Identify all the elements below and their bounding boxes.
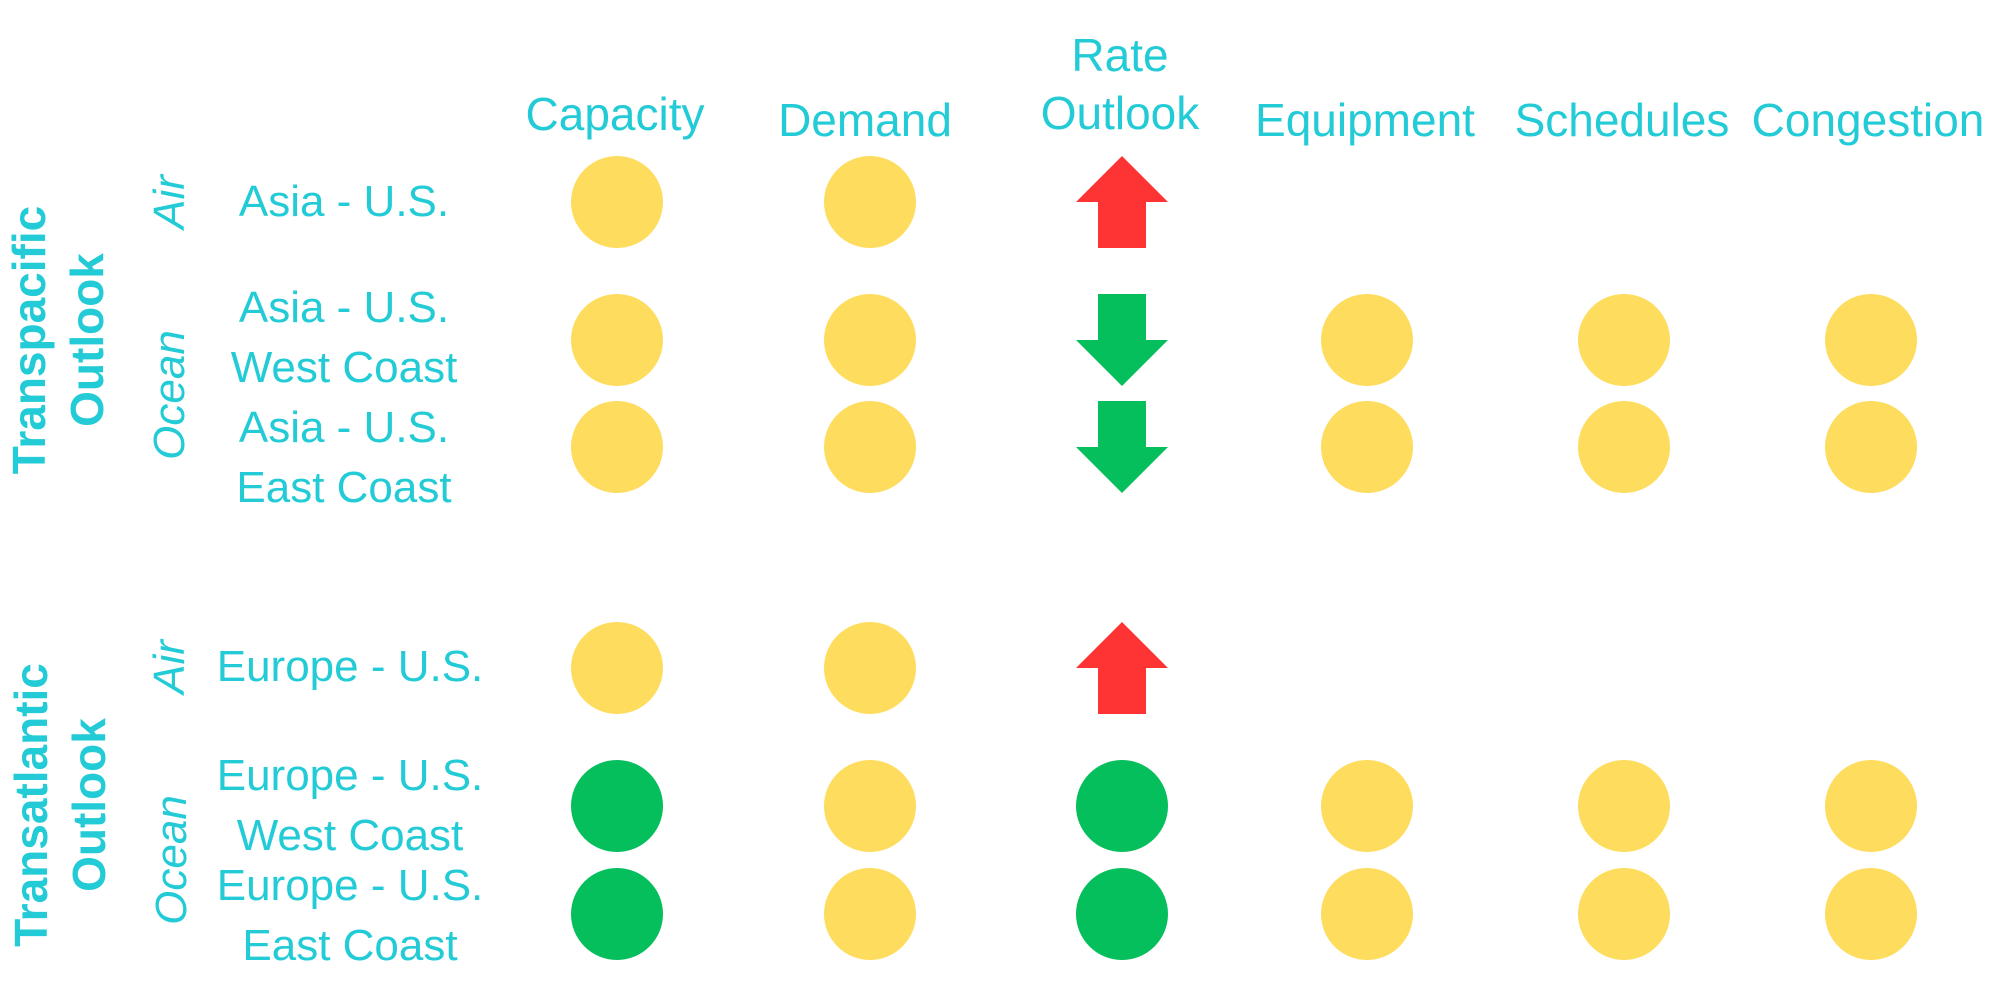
row-label-europe-us-west-coast: Europe - U.S. West Coast: [217, 746, 484, 866]
yellow-status-dot: [1825, 868, 1917, 960]
yellow-status-dot: [1825, 401, 1917, 493]
green-status-dot: [571, 760, 663, 852]
column-header-line: Capacity: [525, 88, 705, 140]
yellow-status-dot: [1578, 868, 1670, 960]
row-label-europe-us-air: Europe - U.S.: [217, 637, 484, 697]
row-label-line: Europe - U.S.: [216, 861, 484, 910]
green-status-dot: [1076, 868, 1168, 960]
column-header-rate-outlook: Rate Outlook: [1010, 26, 1230, 142]
yellow-status-dot: [1321, 868, 1413, 960]
yellow-status-dot: [571, 294, 663, 386]
mode-label-ocean: Ocean: [145, 330, 194, 460]
row-label-line: Europe - U.S.: [216, 642, 484, 691]
row-label-asia-us-air: Asia - U.S.: [239, 172, 449, 232]
row-label-line: Asia - U.S.: [238, 283, 450, 332]
section-title-line: Outlook: [63, 718, 115, 892]
row-label-asia-us-west-coast: Asia - U.S. West Coast: [231, 278, 458, 398]
yellow-status-dot: [571, 401, 663, 493]
yellow-status-dot: [1321, 401, 1413, 493]
yellow-status-dot: [1578, 401, 1670, 493]
section-title-line: Transpacific: [3, 205, 55, 475]
down-arrow-icon: [1076, 401, 1168, 493]
green-status-dot: [571, 868, 663, 960]
down-arrow-icon: [1076, 294, 1168, 386]
up-arrow-icon: [1076, 622, 1168, 714]
yellow-status-dot: [824, 622, 916, 714]
yellow-status-dot: [571, 156, 663, 248]
yellow-status-dot: [824, 401, 916, 493]
column-header-line: Schedules: [1514, 94, 1730, 146]
mode-label-air: Air: [145, 175, 194, 229]
section-title-line: Outlook: [61, 253, 113, 427]
yellow-status-dot: [1321, 760, 1413, 852]
column-header-congestion: Congestion: [1738, 91, 1998, 149]
green-status-dot: [1076, 760, 1168, 852]
section-title-transpacific: Transpacific Outlook: [0, 206, 116, 474]
column-header-capacity: Capacity: [505, 85, 725, 143]
row-label-line: West Coast: [236, 811, 464, 860]
yellow-status-dot: [571, 622, 663, 714]
up-arrow-icon: [1076, 156, 1168, 248]
column-header-line: Outlook: [1040, 87, 1200, 139]
yellow-status-dot: [1825, 760, 1917, 852]
yellow-status-dot: [824, 294, 916, 386]
row-label-europe-us-east-coast: Europe - U.S. East Coast: [217, 856, 484, 976]
yellow-status-dot: [1321, 294, 1413, 386]
yellow-status-dot: [824, 156, 916, 248]
column-header-line: Rate: [1071, 29, 1169, 81]
row-label-line: East Coast: [242, 921, 458, 970]
section-title-transatlantic: Transatlantic Outlook: [2, 663, 118, 947]
column-header-line: Demand: [778, 94, 952, 146]
yellow-status-dot: [1578, 294, 1670, 386]
column-header-demand: Demand: [755, 91, 975, 149]
section-title-line: Transatlantic: [5, 663, 57, 947]
yellow-status-dot: [1578, 760, 1670, 852]
mode-label-ocean: Ocean: [147, 795, 196, 925]
row-label-line: West Coast: [230, 343, 458, 392]
column-header-line: Equipment: [1255, 94, 1475, 146]
yellow-status-dot: [1825, 294, 1917, 386]
row-label-line: East Coast: [236, 463, 452, 512]
column-header-equipment: Equipment: [1240, 91, 1490, 149]
row-label-line: Asia - U.S.: [238, 403, 450, 452]
mode-label-air: Air: [145, 640, 194, 694]
row-label-asia-us-east-coast: Asia - U.S. East Coast: [236, 398, 451, 518]
column-header-schedules: Schedules: [1502, 91, 1742, 149]
row-label-line: Europe - U.S.: [216, 751, 484, 800]
column-header-line: Congestion: [1751, 94, 1985, 146]
yellow-status-dot: [824, 868, 916, 960]
row-label-line: Asia - U.S.: [238, 177, 450, 226]
yellow-status-dot: [824, 760, 916, 852]
